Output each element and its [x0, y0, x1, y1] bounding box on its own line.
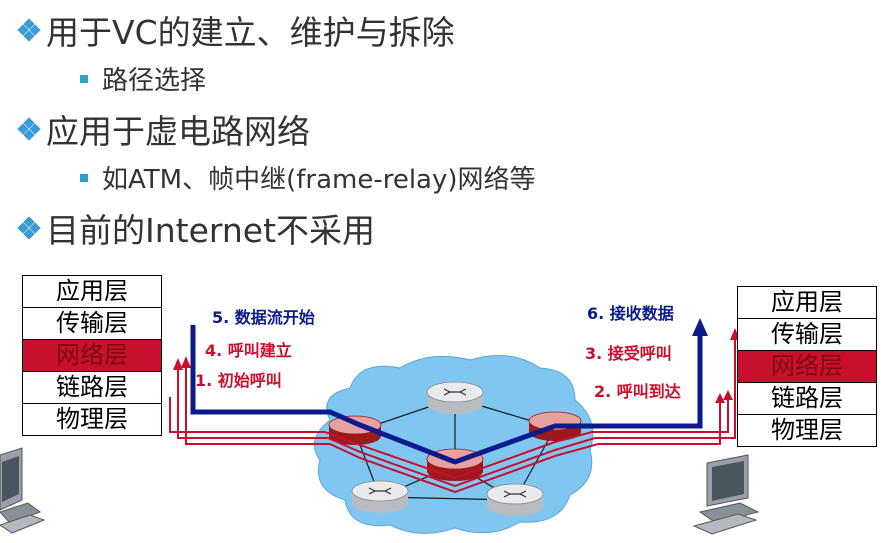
arrow-icon	[692, 318, 708, 336]
bullet-3: 目前的Internet不采用	[17, 204, 376, 252]
step-2-label: 2. 呼叫到达	[594, 382, 681, 401]
layer-link: 链路层	[23, 372, 161, 404]
step-1-label: 1. 初始呼叫	[195, 371, 282, 390]
arrow-icon	[181, 356, 191, 368]
arrow-icon	[723, 390, 733, 400]
layer-network: 网络层	[738, 351, 876, 383]
sub-bullet-text: 如ATM、帧中继(frame-relay)网络等	[102, 165, 536, 195]
signaling-path	[169, 335, 736, 494]
bullet-text: 用于VC的建立、维护与拆除	[46, 13, 455, 52]
step-6-label: 6. 接收数据	[587, 304, 674, 323]
right-protocol-stack: 应用层 传输层 网络层 链路层 物理层	[737, 286, 877, 447]
step-5-label: 5. 数据流开始	[212, 308, 315, 327]
layer-link: 链路层	[738, 383, 876, 415]
computer-icon	[692, 454, 760, 535]
square-bullet-icon	[80, 74, 88, 83]
layer-network: 网络层	[23, 340, 161, 372]
layer-physical: 物理层	[56, 405, 128, 433]
bullet-1: 用于VC的建立、维护与拆除	[17, 6, 455, 54]
arrow-icon	[173, 358, 183, 370]
router-icon	[426, 381, 484, 414]
bullet-2: 应用于虚电路网络	[17, 105, 310, 153]
square-bullet-icon	[80, 173, 88, 182]
bullet-text: 目前的Internet不采用	[46, 211, 376, 250]
arrow-icon	[715, 393, 725, 403]
step-3-label: 3. 接受呼叫	[585, 344, 672, 363]
sub-bullet-2: 如ATM、帧中继(frame-relay)网络等	[80, 159, 536, 196]
bullet-text: 应用于虚电路网络	[46, 112, 310, 151]
sub-bullet-1: 路径选择	[80, 60, 206, 97]
router-icon	[486, 483, 544, 516]
layer-physical: 物理层	[771, 416, 843, 444]
layer-application: 应用层	[23, 276, 161, 308]
data-path	[190, 325, 703, 465]
sub-bullet-text: 路径选择	[102, 66, 207, 96]
left-protocol-stack: 应用层 传输层 网络层 链路层 物理层	[22, 275, 162, 436]
computer-icon	[0, 447, 46, 534]
step-4-label: 4. 呼叫建立	[205, 341, 292, 360]
router-icon	[351, 480, 409, 513]
layer-application: 应用层	[738, 287, 876, 319]
layer-transport: 传输层	[738, 319, 876, 351]
layer-transport: 传输层	[23, 308, 161, 340]
